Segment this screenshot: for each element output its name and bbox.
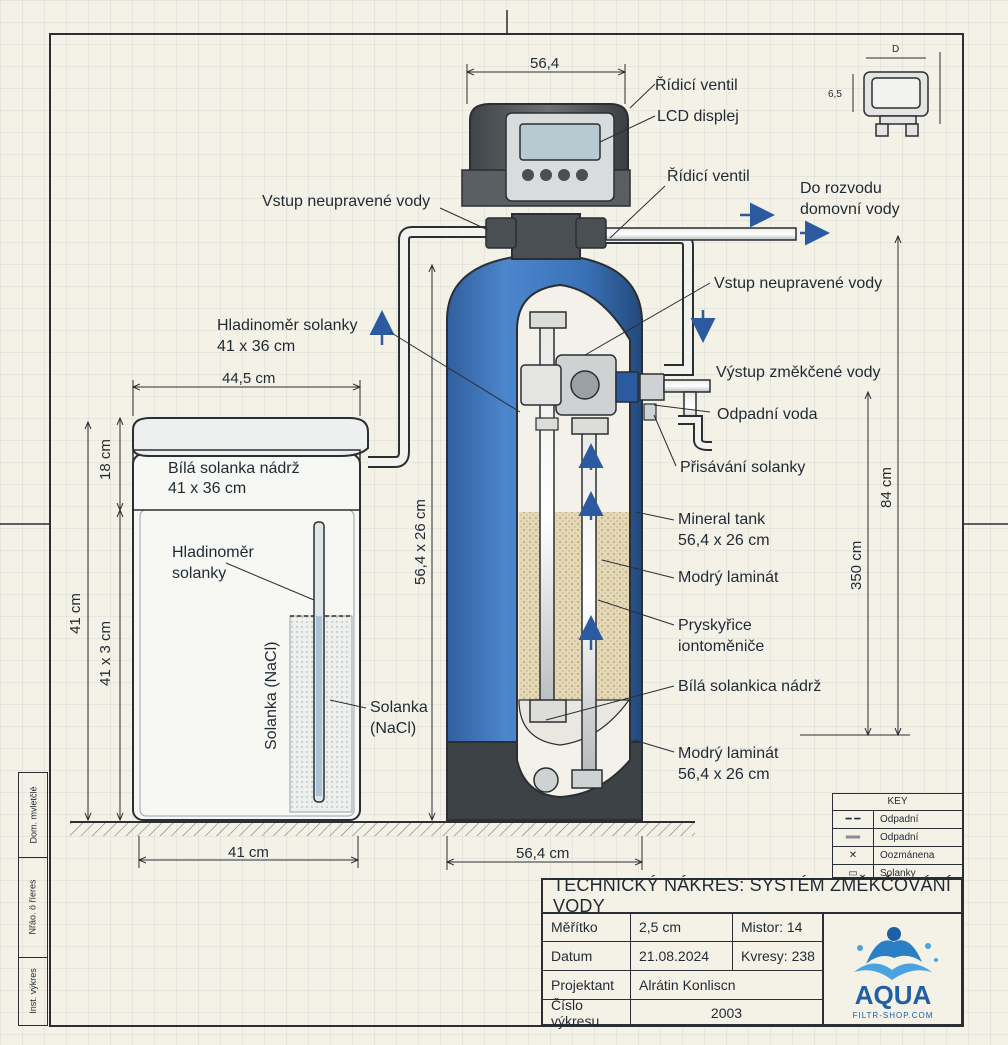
legend-key: KEY ━ ━ Odpadní ══ Odpadní ✕ Oozmánena ▭…	[832, 793, 963, 882]
label-bila-solanka-nadrz-2: 41 x 36 cm	[168, 480, 246, 497]
title-row-designer: Projektant Alrátin Konliscn	[543, 970, 823, 1000]
leader-lines	[225, 83, 711, 753]
key-row: ▭ Solanky	[833, 865, 962, 882]
dim-brine-lid: 18 cm	[97, 439, 114, 480]
side-strip-cell: Inst. výkres	[28, 968, 39, 1014]
key-row: ✕ Oozmánena	[833, 847, 962, 865]
label-pryskyrice-2: iontoměniče	[678, 638, 764, 655]
key-title: KEY	[833, 794, 962, 811]
label-hladinomer-2: solanky	[172, 565, 226, 582]
label-hladinomer-top-1: Hladinoměr solanky	[217, 317, 358, 334]
label-mineral-tank-2: 56,4 x 26 cm	[678, 532, 770, 549]
label-vystup-zmekcene-vody: Výstup změkčené vody	[716, 364, 881, 381]
label-ridici-ventil-top: Řídicí ventil	[655, 75, 738, 94]
label-hladinomer-1: Hladinoměr	[172, 544, 254, 561]
label-do-rozvodu-2: domovní vody	[800, 201, 900, 218]
ground-line	[70, 821, 695, 836]
dim-brine-base: 41 cm	[228, 844, 269, 861]
label-solanka-1: Solanka	[370, 699, 428, 716]
svg-text:AQUA: AQUA	[855, 980, 932, 1010]
label-prisavani-solanky: Přisávání solanky	[680, 459, 805, 476]
drawing-title: TECHNICKÝ NÁKRES: SYSTÉM ZMĚKČOVÁNÍ VODY	[543, 875, 961, 916]
dim-right-inner: 350 cm	[848, 541, 865, 590]
label-bila-solankica-nadrz: Bílá solankica nádrž	[678, 678, 821, 695]
side-strip: Dom. mvletčlé Nřáo. ö říeres Inst. výkre…	[18, 772, 48, 1026]
control-buttons	[522, 169, 588, 181]
label-pryskyrice-1: Pryskyřice	[678, 617, 752, 634]
detail-65-label: 6,5	[828, 89, 842, 100]
dim-brine-height: 41 cm	[67, 593, 84, 634]
label-vstup-neupravene-vody-right: Vstup neupravené vody	[714, 275, 882, 292]
label-solanka-2: (NaCl)	[370, 720, 416, 737]
dim-brine-height-2: 41 x 3 cm	[97, 621, 114, 686]
detail-d-label: D	[892, 44, 899, 55]
title-row-scale: Měřítko 2,5 cm Mistor: 14	[543, 912, 823, 942]
valve-detail-view	[852, 52, 941, 137]
dim-right-total: 84 cm	[878, 467, 895, 508]
flow-arrows	[369, 202, 830, 650]
mineral-tank	[446, 254, 712, 821]
dashed-line-icon: ━ ━	[833, 811, 874, 828]
label-modry-laminat-1: Modrý laminát	[678, 569, 779, 586]
brine-tank	[132, 226, 490, 821]
dimension-lines	[88, 64, 910, 870]
cross-icon: ✕	[833, 847, 874, 864]
label-vstup-neupravene-vody-left: Vstup neupravené vody	[262, 193, 430, 210]
title-block: TECHNICKÝ NÁKRES: SYSTÉM ZMĚKČOVÁNÍ VODY…	[541, 875, 964, 1029]
key-row: ══ Odpadní	[833, 829, 962, 847]
title-row-drawing-number: Číslo výkresu 2003	[543, 997, 823, 1029]
dim-top-width: 56,4	[530, 55, 559, 72]
label-do-rozvodu-1: Do rozvodu	[800, 180, 882, 197]
dim-tank-height: 56,4 x 26 cm	[412, 499, 429, 585]
label-modry-laminat-2b: 56,4 x 26 cm	[678, 766, 770, 783]
dim-tank-base: 56,4 cm	[516, 845, 569, 862]
water-splash-icon: AQUA FILTR-SHOP.COM	[853, 927, 938, 1020]
side-strip-cell: Dom. mvletčlé	[19, 773, 47, 858]
svg-text:FILTR-SHOP.COM: FILTR-SHOP.COM	[853, 1011, 934, 1020]
pipe-line-icon: ══	[833, 829, 874, 846]
label-odpadni-voda: Odpadní voda	[717, 406, 818, 423]
aqua-logo: AQUA FILTR-SHOP.COM	[823, 912, 964, 1026]
label-hladinomer-top-2: 41 x 36 cm	[217, 338, 295, 355]
control-valve-head	[461, 103, 797, 376]
key-row: ━ ━ Odpadní	[833, 811, 962, 829]
label-modry-laminat-2a: Modrý laminát	[678, 745, 779, 762]
label-solanka-vertical: Solanka (NaCl)	[263, 642, 280, 750]
dim-brine-width: 44,5 cm	[222, 370, 275, 387]
title-row-date: Datum 21.08.2024 Kvresy: 238	[543, 941, 823, 971]
label-lcd-displej: LCD displej	[657, 108, 739, 125]
side-strip-cell: Nřáo. ö říeres	[19, 857, 47, 958]
label-bila-solanka-nadrz-1: Bílá solanka nádrž	[168, 460, 300, 477]
box-icon: ▭	[833, 865, 874, 882]
label-ridici-ventil-2: Řídicí ventil	[667, 166, 750, 185]
label-mineral-tank-1: Mineral tank	[678, 511, 766, 528]
